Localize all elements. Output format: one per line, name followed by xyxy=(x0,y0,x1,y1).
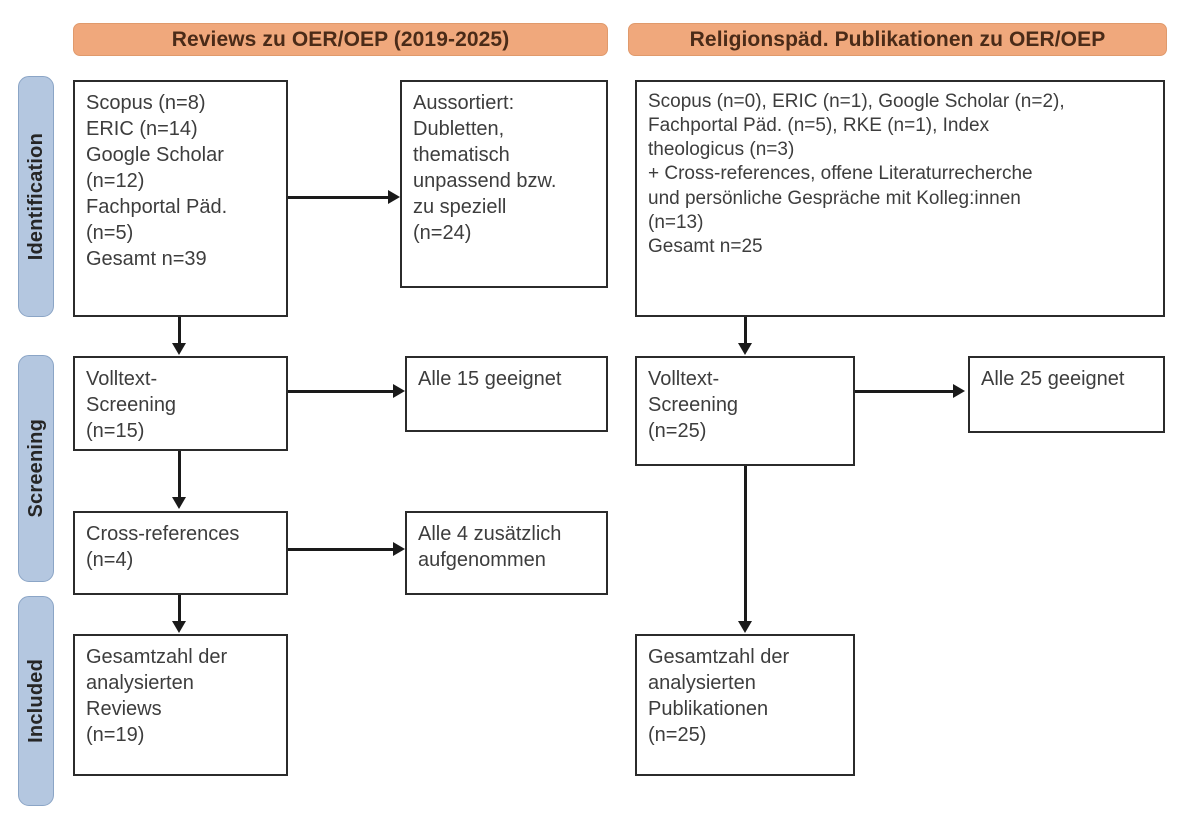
box-left-crossrefs-result: Alle 4 zusätzlich aufgenommen xyxy=(405,511,608,595)
arrow-right-screening-to-result xyxy=(953,384,965,398)
box-left-excluded-text: Aussortiert: Dubletten, thematisch unpas… xyxy=(413,92,557,244)
box-right-fulltext-screening-text: Volltext- Screening (n=25) xyxy=(648,368,739,442)
stage-label-screening: Screening xyxy=(18,355,54,582)
box-right-fulltext-result: Alle 25 geeignet xyxy=(968,356,1165,433)
box-right-included-text: Gesamtzahl der analysierten Publikatione… xyxy=(648,646,790,746)
stage-label-included-text: Included xyxy=(24,659,47,743)
column-header-reviews-text: Reviews zu OER/OEP (2019-2025) xyxy=(171,27,510,51)
connector-left-crossrefs-to-included xyxy=(178,595,181,621)
connector-left-sources-to-screening xyxy=(178,317,181,343)
box-left-included: Gesamtzahl der analysierten Reviews (n=1… xyxy=(73,634,288,776)
arrow-right-screening-to-included xyxy=(738,621,752,633)
connector-left-sources-to-excluded xyxy=(288,196,388,199)
arrow-left-crossrefs-to-result xyxy=(393,542,405,556)
stage-label-identification-text: Identification xyxy=(24,132,47,261)
box-left-identification-sources: Scopus (n=8) ERIC (n=14) Google Scholar … xyxy=(73,80,288,317)
stage-label-identification: Identification xyxy=(18,76,54,317)
box-left-fulltext-screening-text: Volltext- Screening (n=15) xyxy=(86,368,177,442)
arrow-left-sources-to-screening xyxy=(172,343,186,355)
box-left-crossrefs: Cross-references (n=4) xyxy=(73,511,288,595)
box-right-fulltext-screening: Volltext- Screening (n=25) xyxy=(635,356,855,466)
column-header-religionspaed: Religionspäd. Publikationen zu OER/OEP xyxy=(628,23,1167,56)
arrow-left-screening-to-result xyxy=(393,384,405,398)
connector-left-screening-to-crossrefs xyxy=(178,451,181,497)
box-left-crossrefs-text: Cross-references (n=4) xyxy=(86,523,240,571)
box-left-crossrefs-result-text: Alle 4 zusätzlich aufgenommen xyxy=(418,523,562,571)
box-right-included: Gesamtzahl der analysierten Publikatione… xyxy=(635,634,855,776)
stage-label-included: Included xyxy=(18,596,54,806)
box-right-identification-sources: Scopus (n=0), ERIC (n=1), Google Scholar… xyxy=(635,80,1165,317)
column-header-reviews: Reviews zu OER/OEP (2019-2025) xyxy=(73,23,608,56)
box-left-fulltext-screening: Volltext- Screening (n=15) xyxy=(73,356,288,451)
connector-left-crossrefs-to-result xyxy=(288,548,393,551)
box-left-fulltext-result: Alle 15 geeignet xyxy=(405,356,608,432)
box-right-identification-sources-text: Scopus (n=0), ERIC (n=1), Google Scholar… xyxy=(648,91,1065,257)
connector-right-screening-to-included xyxy=(744,466,747,621)
box-left-excluded: Aussortiert: Dubletten, thematisch unpas… xyxy=(400,80,608,288)
stage-label-screening-text: Screening xyxy=(24,419,47,518)
arrow-left-screening-to-crossrefs xyxy=(172,497,186,509)
connector-left-screening-to-result xyxy=(288,390,393,393)
box-left-included-text: Gesamtzahl der analysierten Reviews (n=1… xyxy=(86,646,228,746)
arrow-left-crossrefs-to-included xyxy=(172,621,186,633)
connector-right-screening-to-result xyxy=(855,390,953,393)
box-right-fulltext-result-text: Alle 25 geeignet xyxy=(981,368,1125,390)
arrow-left-sources-to-excluded xyxy=(388,190,400,204)
connector-right-sources-to-screening xyxy=(744,317,747,343)
arrow-right-sources-to-screening xyxy=(738,343,752,355)
box-left-identification-sources-text: Scopus (n=8) ERIC (n=14) Google Scholar … xyxy=(86,92,228,270)
box-left-fulltext-result-text: Alle 15 geeignet xyxy=(418,368,562,390)
column-header-religionspaed-text: Religionspäd. Publikationen zu OER/OEP xyxy=(689,27,1106,51)
